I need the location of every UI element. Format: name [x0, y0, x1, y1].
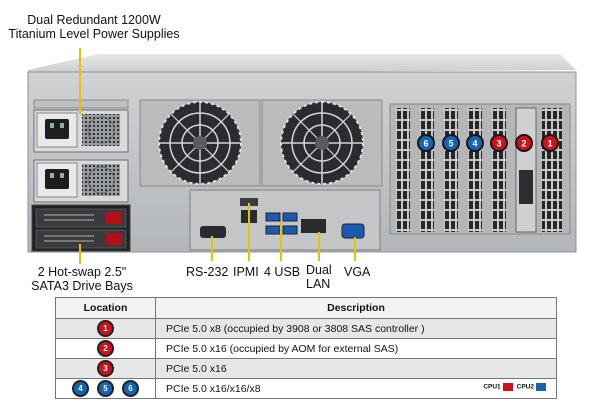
description-text: PCIe 5.0 x8 (occupied by 3908 or 3808 SA… [166, 322, 425, 335]
rs232-port [200, 226, 226, 238]
slot-badge-5: 5 [442, 134, 460, 152]
legend-cpu1-swatch [502, 383, 513, 391]
header-location: Location [55, 297, 156, 319]
description-cell: PCIe 5.0 x8 (occupied by 3908 or 3808 SA… [155, 318, 557, 339]
slot-badge-2: 2 [515, 134, 533, 152]
drive-bays-callout-line1: 2 Hot-swap 2.5" [37, 265, 127, 279]
slot-number-badge: 5 [97, 380, 114, 397]
table-row: 2 PCIe 5.0 x16 (occupied by AOM for exter… [55, 338, 557, 359]
location-cell: 3 [55, 358, 156, 379]
psu-callout-line2: Titanium Level Power Supplies [8, 27, 180, 41]
description-text: PCIe 5.0 x16 (occupied by AOM for extern… [166, 342, 399, 355]
lan-callout-line1: Dual [306, 263, 332, 277]
table-row: 1 PCIe 5.0 x8 (occupied by 3908 or 3808 S… [55, 318, 557, 339]
power-supply-1 [33, 109, 129, 153]
legend-cpu1-label: CPU1 [483, 383, 501, 391]
psu-leader-line [79, 48, 81, 114]
lan-callout: Dual LAN [306, 263, 332, 291]
header-description: Description [155, 297, 557, 319]
chassis-rear-diagram: 6 5 4 3 2 1 [27, 54, 577, 253]
description-text: PCIe 5.0 x16 [166, 362, 227, 375]
cpu-legend: CPU1 CPU2 [483, 383, 550, 391]
slot-badge-3: 3 [490, 134, 508, 152]
table-row: 3 PCIe 5.0 x16 [55, 358, 557, 379]
usb-callout: 4 USB [264, 265, 301, 279]
legend-cpu2-label: CPU2 [516, 383, 534, 391]
ipmi-callout: IPMI [233, 265, 259, 279]
svg-text:6: 6 [423, 139, 428, 149]
ipmi-leader-line [248, 203, 250, 261]
svg-text:1: 1 [547, 139, 552, 149]
rs232-leader-line [211, 236, 213, 261]
slot-number-badge: 4 [72, 380, 89, 397]
svg-text:2: 2 [521, 139, 526, 149]
bays-leader-line [79, 244, 81, 264]
io-shield [189, 189, 381, 251]
description-cell: PCIe 5.0 x16 (occupied by AOM for extern… [155, 338, 557, 359]
slot-badge-1: 1 [541, 134, 559, 152]
rs232-callout: RS-232 [186, 265, 229, 279]
description-cell: PCIe 5.0 x16 [155, 358, 557, 379]
description-text: PCIe 5.0 x16/x16/x8 [166, 382, 261, 395]
slot-badge-4: 4 [466, 134, 484, 152]
lan-ports [301, 219, 326, 233]
slot-badge-6: 6 [417, 134, 435, 152]
pcie-slot-table: Location Description 1 PCIe 5.0 x8 (occup… [55, 297, 557, 399]
chassis-top [28, 54, 576, 74]
usb-ports [265, 212, 298, 235]
lan-leader-line [318, 232, 320, 261]
svg-text:5: 5 [448, 139, 453, 149]
slot-number-badge: 6 [122, 380, 139, 397]
location-cell: 1 [55, 318, 156, 339]
slot-number-badge: 1 [97, 320, 114, 337]
power-supply-2 [33, 159, 129, 203]
svg-text:4: 4 [472, 139, 477, 149]
svg-text:3: 3 [496, 139, 501, 149]
lan-callout-line2: LAN [306, 277, 331, 291]
vga-port [341, 223, 365, 239]
legend-cpu2-swatch [536, 383, 546, 391]
table-header-row: Location Description [55, 297, 557, 319]
fan-right [261, 99, 383, 187]
slot-number-badge: 2 [97, 340, 114, 357]
fan-left [139, 99, 261, 187]
vga-leader-line [354, 237, 356, 261]
drive-bays-callout: 2 Hot-swap 2.5" SATA3 Drive Bays [20, 265, 144, 293]
expansion-slot-area [389, 103, 571, 235]
drive-bays [31, 204, 131, 252]
psu-callout-line1: Dual Redundant 1200W [27, 13, 161, 27]
usb-leader-line [280, 222, 282, 261]
slot-number-badge: 3 [97, 360, 114, 377]
description-cell: PCIe 5.0 x16/x16/x8 CPU1 CPU2 [155, 378, 557, 399]
psu-callout: Dual Redundant 1200W Titanium Level Powe… [6, 13, 182, 41]
drive-bays-callout-line2: SATA3 Drive Bays [31, 279, 133, 293]
vga-callout: VGA [344, 265, 371, 279]
location-cell: 2 [55, 338, 156, 359]
